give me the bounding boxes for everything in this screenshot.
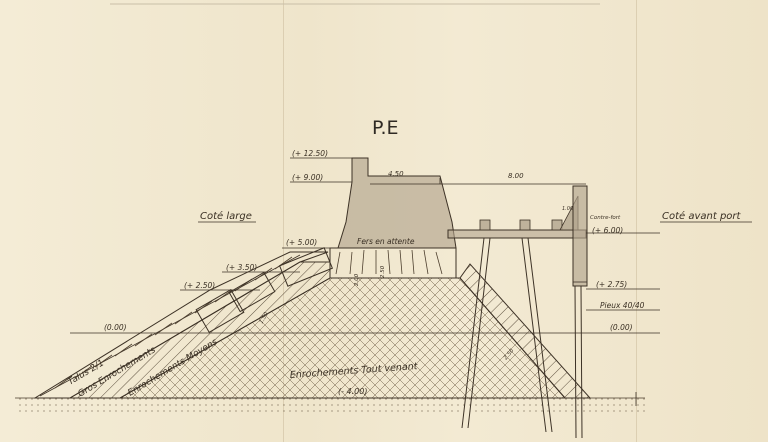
elevation-0-00-right: (0.00): [610, 323, 633, 332]
fold-line: [283, 0, 284, 442]
elevation-0-00-left: (0.00): [104, 323, 127, 332]
dim-2-00: 2.00: [354, 273, 360, 286]
dim-2-50-cap: 2.50: [380, 265, 386, 278]
label-cote-avant-port: Coté avant port: [662, 210, 742, 222]
cap-block: [329, 247, 457, 279]
dim-8-00: 8.00: [508, 172, 524, 180]
quay-wall: [572, 185, 588, 287]
dim-4-50: 4.50: [388, 170, 404, 178]
fold-line: [636, 0, 637, 442]
deck-beams: [479, 219, 563, 231]
seabed: [15, 398, 645, 412]
label-pieux: Pieux 40/40: [600, 301, 645, 310]
rebars: [335, 249, 443, 275]
armour-hatching: [54, 256, 293, 389]
label-contre-fort: Contre-fort: [590, 215, 621, 221]
elevation-12-50: (+ 12.50): [292, 149, 328, 158]
dim-1-50: 1.50: [259, 311, 271, 325]
elevation-minus-4-00: (- 4.00): [338, 387, 367, 396]
elevation-lines: [70, 157, 660, 406]
elevation-2-50: (+ 2.50): [184, 281, 215, 290]
elevation-9-00: (+ 9.00): [292, 173, 323, 182]
armour-blocks: [195, 247, 334, 333]
deck: [447, 229, 587, 239]
elevation-2-75: (+ 2.75): [596, 280, 627, 289]
label-cote-large: Coté large: [200, 210, 252, 222]
elevation-3-50: (+ 3.50): [226, 263, 257, 272]
elevation-5-00: (+ 5.00): [286, 238, 317, 247]
drawing-title: P.E: [372, 117, 399, 139]
dim-1-00: 1.00: [562, 206, 573, 212]
elevation-6-00: (+ 6.00): [592, 226, 623, 235]
label-fers-en-attente: Fers en attente: [357, 237, 415, 246]
